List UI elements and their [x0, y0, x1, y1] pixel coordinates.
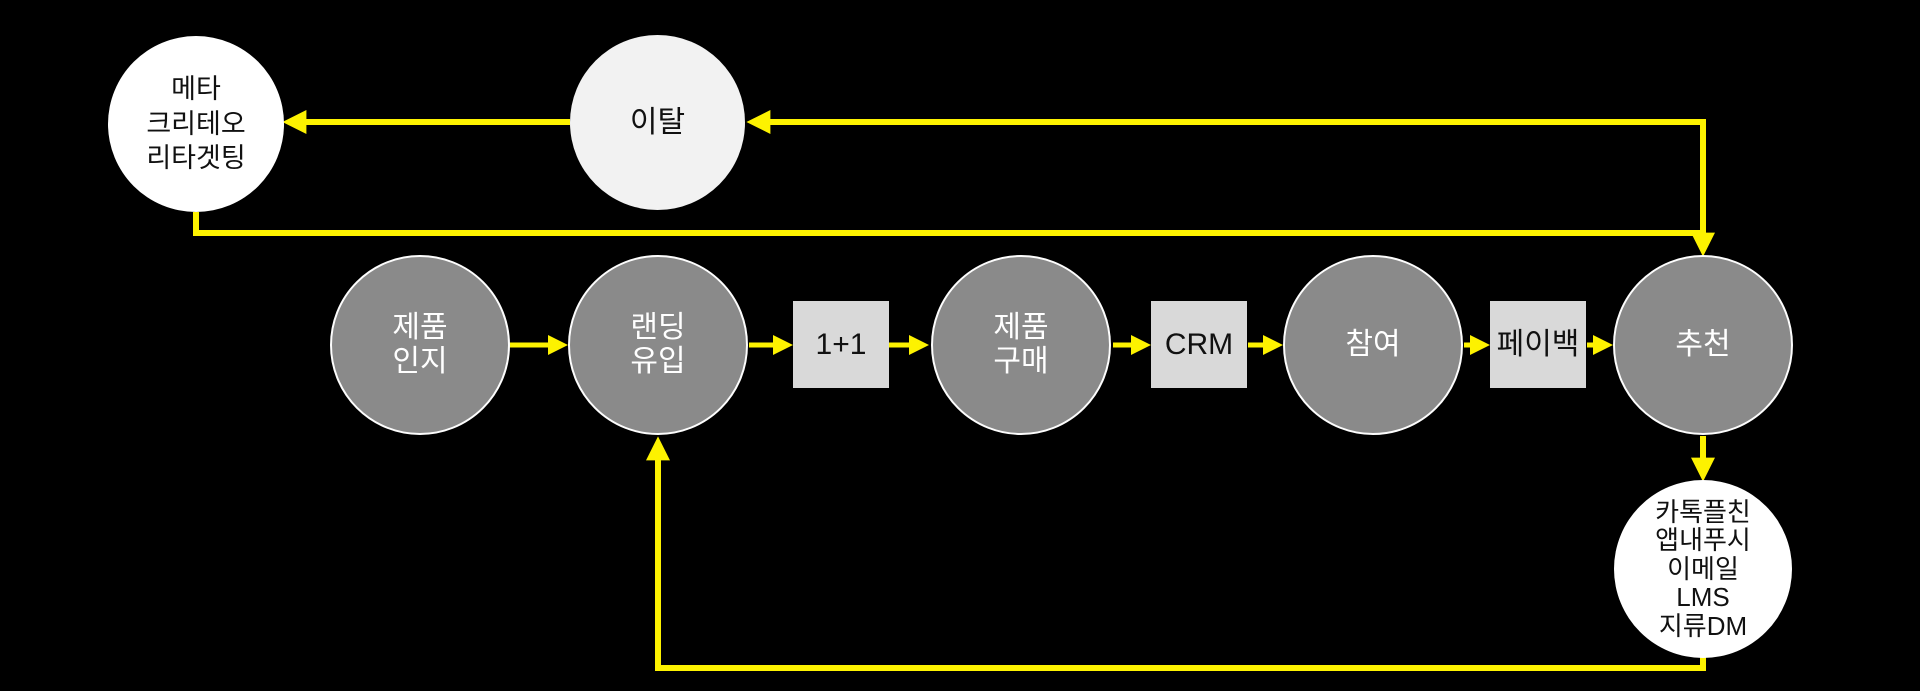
- node-meta-criteo-retargeting: 메타 크리테오 리타겟팅: [108, 36, 284, 212]
- node-churn: 이탈: [570, 35, 745, 210]
- node-crm: CRM: [1151, 301, 1247, 388]
- node-payback: 페이백: [1490, 301, 1586, 388]
- arrow-channels-to-landing: [646, 436, 1706, 671]
- arrow-meta-to-referral: [193, 212, 1715, 257]
- node-crm-channels: 카톡플친 앱내푸시 이메일 LMS 지류DM: [1614, 480, 1792, 658]
- node-engagement: 참여: [1283, 255, 1463, 435]
- arrow-referral-loop-to-churn: [746, 110, 1706, 236]
- node-landing-inflow: 랜딩 유입: [568, 255, 748, 435]
- node-one-plus-one-offer: 1+1: [793, 301, 889, 388]
- node-product-purchase: 제품 구매: [931, 255, 1111, 435]
- node-referral: 추천: [1613, 255, 1793, 435]
- node-product-awareness: 제품 인지: [330, 255, 510, 435]
